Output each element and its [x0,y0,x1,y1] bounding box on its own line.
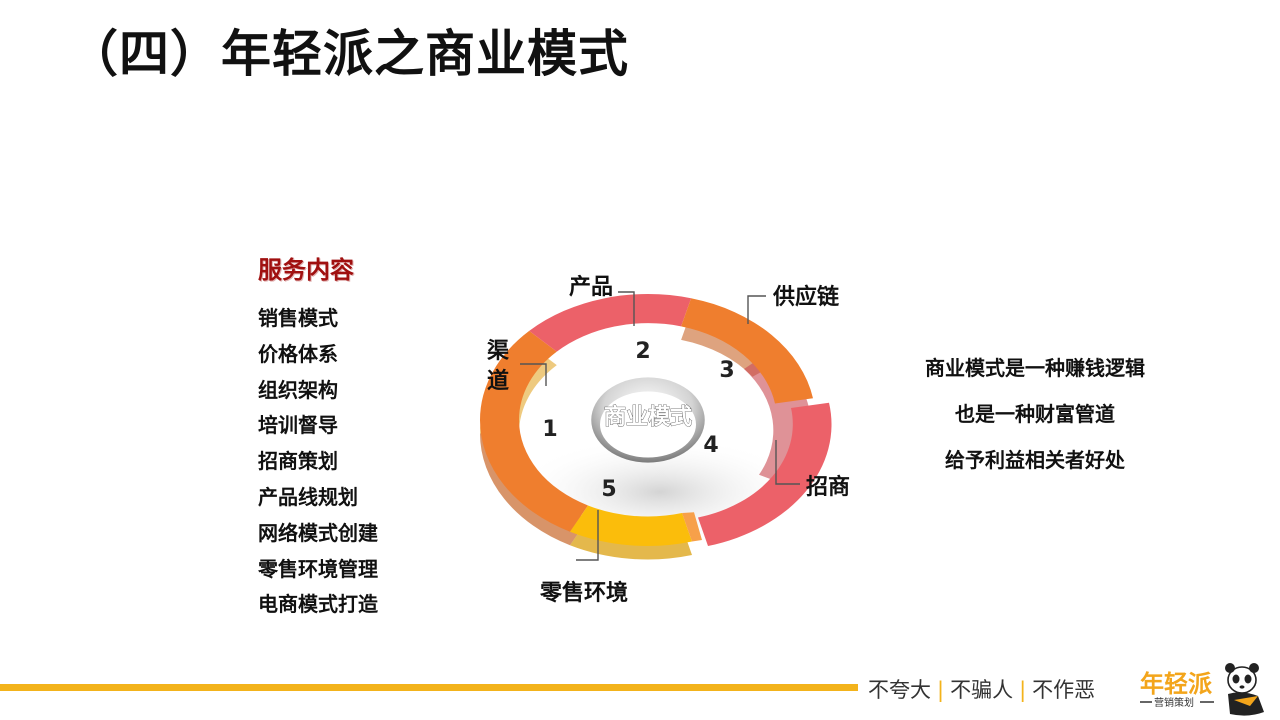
segment-5 [570,505,692,546]
segment-1-top [480,330,557,420]
logo-wordmark: 年轻派 [1140,670,1212,698]
business-model-ring-diagram: 商业模式 1 2 3 4 5 渠 道 产品 供应链 招商 零售环境 [479,275,850,606]
slogan-line: 也是一种财富管道 [955,402,1115,426]
services-heading: 服务内容 [258,256,354,284]
segment-label-4: 招商 [806,474,850,500]
segment-number-1: 1 [542,417,557,442]
services-item: 价格体系 [258,341,338,366]
segment-label-3: 供应链 [772,284,839,310]
logo-subtext: 营销策划 [1154,696,1194,709]
services-item: 培训督导 [258,413,338,438]
services-panel: 服务内容 销售模式 价格体系 组织架构 培训督导 招商策划 产品线规划 网络模式… [258,250,458,623]
segment-label-1-line1: 渠 [487,338,509,364]
motto-item: 不骗人 [950,678,1014,702]
brand-logo: 年轻派 营销策划 [1140,663,1264,716]
slogan-block: 商业模式是一种赚钱逻辑 也是一种财富管道 给予利益相关者好处 [880,345,1190,483]
segment-1-bottom [479,420,588,532]
services-list: 销售模式 价格体系 组织架构 培训督导 招商策划 产品线规划 网络模式创建 零售… [258,301,458,623]
center-label: 商业模式 [604,404,692,430]
segment-number-4: 4 [703,433,718,458]
segment-label-2: 产品 [569,275,613,300]
services-item: 网络模式创建 [258,520,378,545]
callout-lines [520,291,800,561]
segment-4 [698,402,832,546]
footer-motto: 不夸大|不骗人|不作恶 [868,674,1095,704]
segment-label-1-line2: 道 [487,368,509,394]
ring-hole [600,391,696,458]
segment-gap-accent [682,512,702,542]
segment-2 [529,293,692,352]
segment-3 [681,298,813,404]
motto-separator: | [937,678,945,702]
motto-item: 不作恶 [1032,678,1096,702]
services-item: 招商策划 [258,449,338,474]
slogan-line: 商业模式是一种赚钱逻辑 [925,356,1145,380]
page-title: （四）年轻派之商业模式 [68,25,629,83]
footer-accent-bar [0,684,858,691]
services-item: 产品线规划 [258,484,358,509]
segment-number-3: 3 [719,358,734,383]
services-item: 电商模式打造 [258,592,378,617]
slogan-line: 给予利益相关者好处 [945,448,1125,472]
services-item: 零售环境管理 [258,556,378,581]
panda-mascot-icon [1225,663,1264,716]
services-item: 销售模式 [258,306,338,330]
services-item: 组织架构 [258,377,338,402]
segment-label-5: 零售环境 [539,580,628,606]
motto-item: 不夸大 [868,678,931,702]
segment-number-5: 5 [601,477,616,502]
segment-number-2: 2 [635,339,650,364]
motto-separator: | [1019,678,1027,702]
